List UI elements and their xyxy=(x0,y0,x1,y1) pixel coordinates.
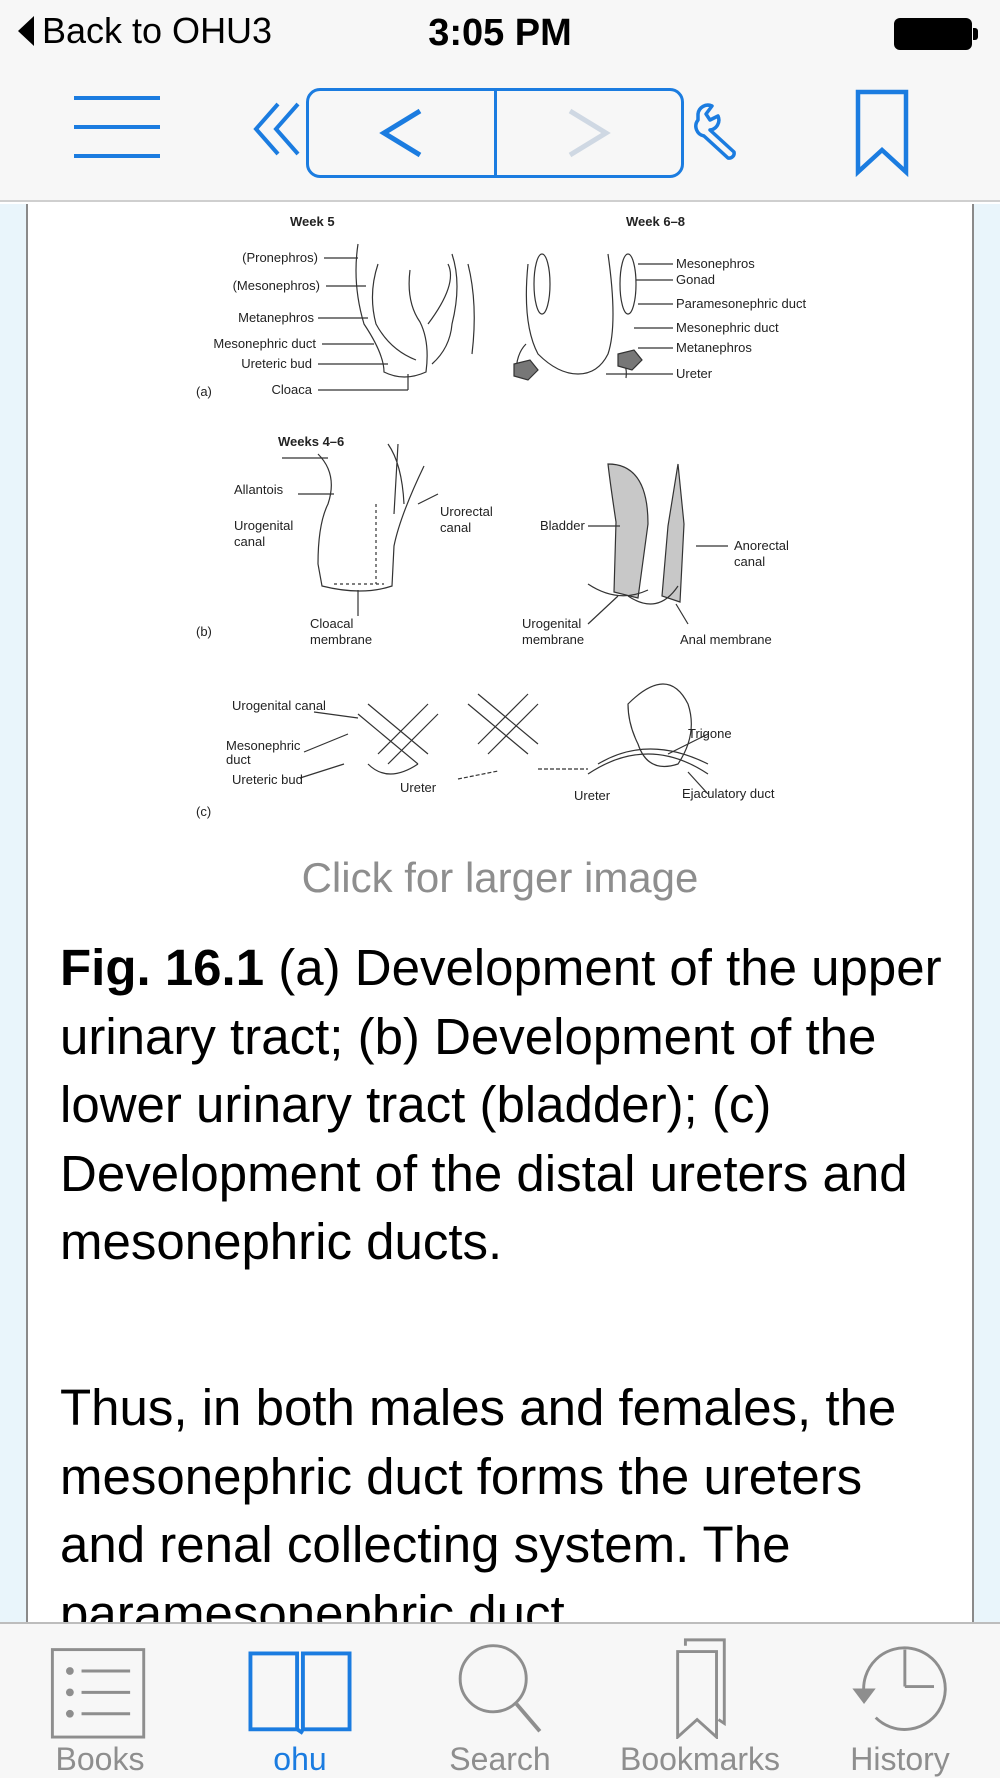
fig-a-label-2: (Mesonephros) xyxy=(233,278,320,293)
history-clock-icon xyxy=(852,1646,947,1731)
wrench-icon[interactable] xyxy=(692,100,756,164)
fig-a-left-heading: Week 5 xyxy=(290,214,335,229)
battery-icon xyxy=(894,18,978,50)
fig-a-right-label-6: Ureter xyxy=(676,366,713,381)
fig-c-ejaculatory-duct: Ejaculatory duct xyxy=(682,786,775,801)
body-paragraph: Thus, in both males and females, the mes… xyxy=(60,1379,897,1622)
fig-b-urorectal-2: canal xyxy=(440,520,471,535)
fig-a-label-3: Metanephros xyxy=(238,310,314,325)
fig-b-cloacal-1: Cloacal xyxy=(310,616,353,631)
fig-b-urogenital-membrane-2: membrane xyxy=(522,632,584,647)
fig-c-trigone: Trigone xyxy=(688,726,732,741)
fig-b-anorectal-2: canal xyxy=(734,554,765,569)
fig-a-right-label-3: Paramesonephric duct xyxy=(676,296,806,311)
fig-c-ureteric-bud: Ureteric bud xyxy=(232,772,303,787)
fig-a-right-label-4: Mesonephric duct xyxy=(676,320,779,335)
fig-b-urorectal-1: Urorectal xyxy=(440,504,493,519)
fig-b-urogenital-membrane-1: Urogenital xyxy=(522,616,581,631)
bookmark-icon[interactable] xyxy=(852,88,912,178)
prev-arrow-icon xyxy=(379,108,422,158)
tab-history-label: History xyxy=(850,1741,950,1777)
fig-a-label-4: Mesonephric duct xyxy=(213,336,316,351)
fig-b-cloacal-2: membrane xyxy=(310,632,372,647)
status-bar: Back to OHU3 3:05 PM xyxy=(0,0,1000,64)
tab-search-label: Search xyxy=(449,1741,551,1777)
fig-a-right-heading: Week 6–8 xyxy=(626,214,685,229)
fig-a-label-1: (Pronephros) xyxy=(242,250,318,265)
tab-books[interactable]: Books xyxy=(0,1624,200,1778)
tab-ohu-label: ohu xyxy=(273,1741,327,1777)
fig-b-urogenital-2: canal xyxy=(234,534,265,549)
tab-ohu[interactable]: ohu xyxy=(200,1624,400,1778)
figure-caption: Fig. 16.1 (a) Development of the upper u… xyxy=(60,934,950,1277)
fig-b-heading: Weeks 4–6 xyxy=(278,434,344,449)
fig-a-label-6: Cloaca xyxy=(272,382,313,397)
content-area[interactable]: Week 5 Week 6–8 (Pronephros) (Mesonephro… xyxy=(0,204,1000,1622)
figure-image[interactable]: Week 5 Week 6–8 (Pronephros) (Mesonephro… xyxy=(28,204,972,834)
reader-toolbar xyxy=(0,64,1000,202)
tab-history[interactable]: History xyxy=(800,1624,1000,1778)
next-page-button[interactable] xyxy=(493,91,682,175)
previous-page-button[interactable] xyxy=(309,91,494,175)
fig-b-panel-label: (b) xyxy=(196,624,212,639)
fig-b-anal-membrane: Anal membrane xyxy=(680,632,772,647)
figure-caption-label: Fig. 16.1 xyxy=(60,939,265,996)
figure-caption-text: (a) Development of the upper urinary tra… xyxy=(60,939,942,1270)
menu-icon[interactable] xyxy=(74,94,160,160)
fig-c-ureter-2: Ureter xyxy=(574,788,611,803)
search-icon xyxy=(458,1644,542,1733)
back-to-app-link[interactable]: Back to OHU3 xyxy=(18,10,272,52)
tab-search[interactable]: Search xyxy=(400,1624,600,1778)
books-list-icon xyxy=(50,1648,146,1739)
tab-bookmarks-label: Bookmarks xyxy=(619,1741,781,1777)
bookmarks-icon xyxy=(676,1638,726,1739)
larger-image-link[interactable]: Click for larger image xyxy=(301,854,699,901)
next-arrow-icon xyxy=(568,108,611,158)
fig-c-ureter-1: Ureter xyxy=(400,780,437,795)
fig-b-bladder: Bladder xyxy=(540,518,585,533)
fig-a-right-label-5: Metanephros xyxy=(676,340,752,355)
tab-bar: Books ohu Search Bookmarks History xyxy=(0,1622,1000,1778)
tab-bookmarks[interactable]: Bookmarks xyxy=(600,1624,800,1778)
back-triangle-icon xyxy=(18,16,34,46)
fig-a-label-5: Ureteric bud xyxy=(241,356,312,371)
tab-books-label: Books xyxy=(55,1741,145,1777)
fig-a-panel-label: (a) xyxy=(196,384,212,399)
fig-a-right-label-2: Gonad xyxy=(676,272,715,287)
fig-c-mesonephric-2: duct xyxy=(226,752,251,767)
book-page: Week 5 Week 6–8 (Pronephros) (Mesonephro… xyxy=(26,204,974,1622)
fig-b-allantois: Allantois xyxy=(234,482,284,497)
open-book-icon xyxy=(248,1651,352,1735)
page-nav-group xyxy=(306,88,684,178)
fig-a-right-label-1: Mesonephros xyxy=(676,256,755,271)
fig-c-urogenital-canal: Urogenital canal xyxy=(232,698,326,713)
fig-b-anorectal-1: Anorectal xyxy=(734,538,789,553)
fig-b-urogenital-1: Urogenital xyxy=(234,518,293,533)
fig-c-mesonephric-1: Mesonephric xyxy=(226,738,301,753)
fig-c-panel-label: (c) xyxy=(196,804,211,819)
rewind-icon[interactable] xyxy=(250,100,306,158)
status-time: 3:05 PM xyxy=(428,12,572,54)
back-to-app-label: Back to OHU3 xyxy=(42,10,273,51)
